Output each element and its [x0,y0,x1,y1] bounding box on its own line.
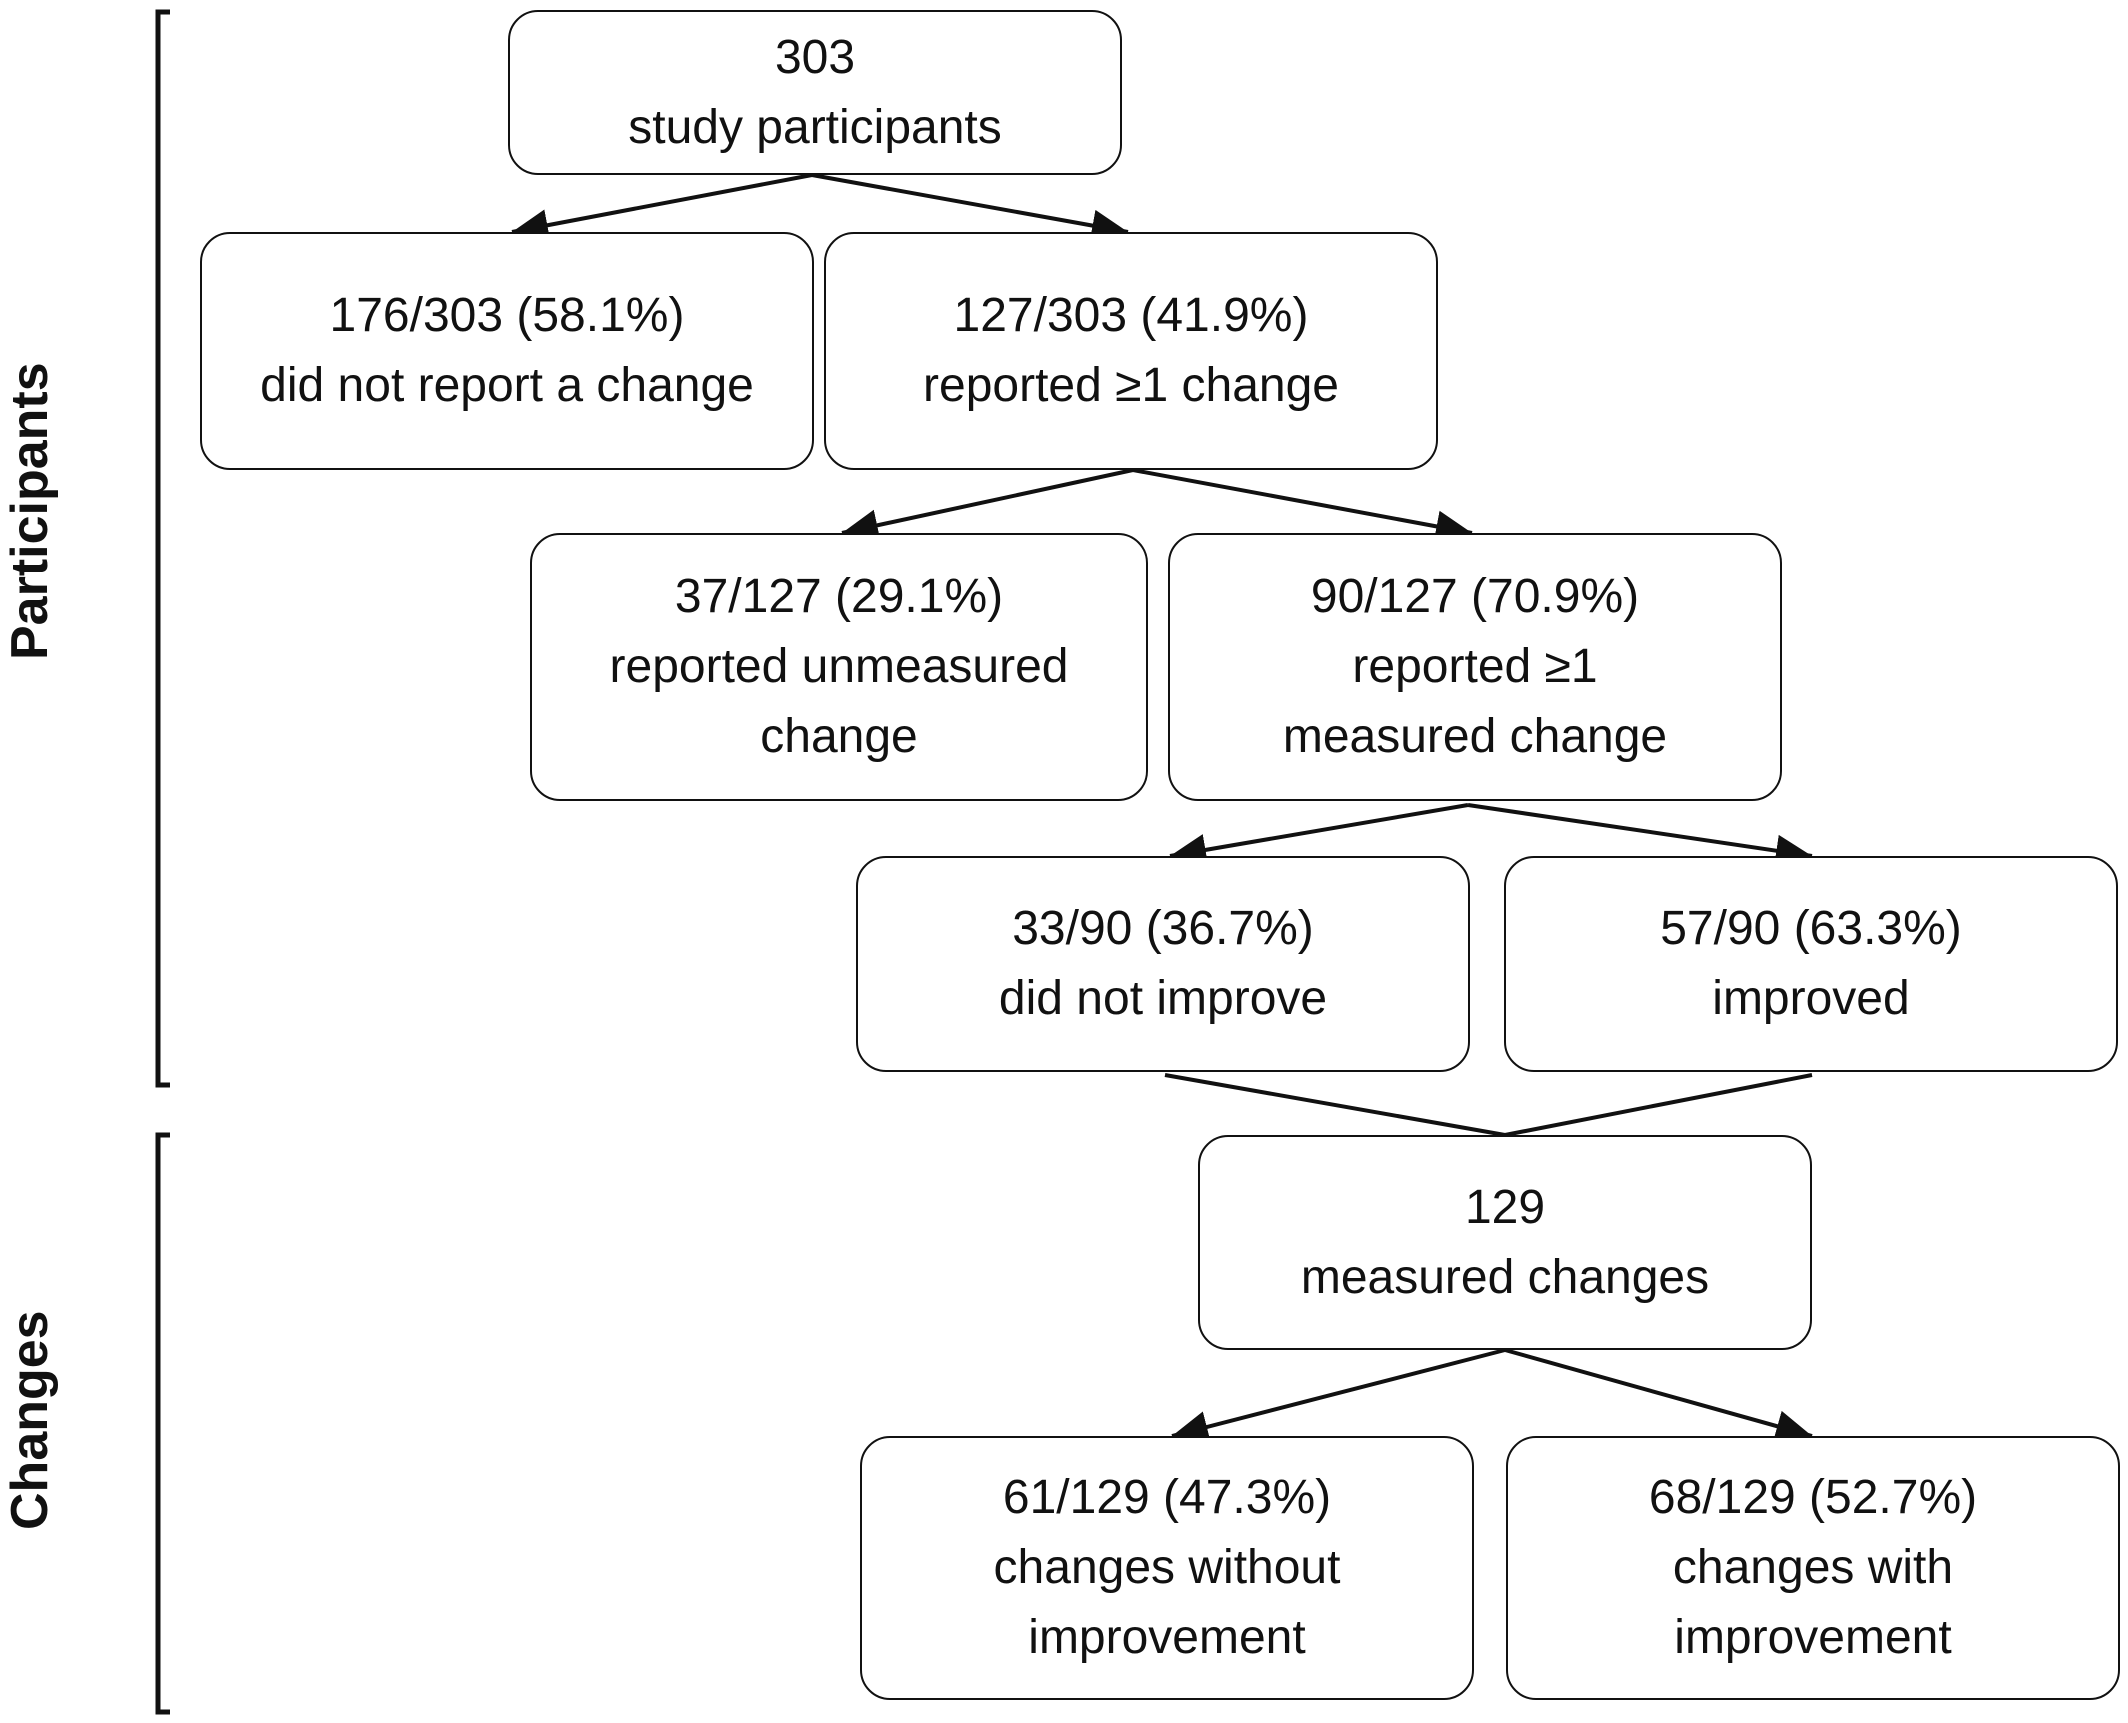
box-changes-with-improvement: 68/129 (52.7%) changes with improvement [1506,1436,2120,1700]
box-description-cont: improvement [1028,1611,1306,1664]
box-description-cont: change [760,710,918,763]
arrow-changes-to-with [1504,1348,1813,1442]
box-count: 127/303 (41.9%) [953,289,1309,342]
box-description: changes without [993,1541,1341,1594]
box-count: 33/90 (36.7%) [1012,902,1314,955]
box-description: measured changes [1300,1250,1710,1304]
arrow-root-to-change [811,173,1129,242]
box-changes-without-improvement: 61/129 (47.3%) changes without improveme… [860,1436,1474,1700]
box-improved: 57/90 (63.3%) improved [1504,856,2118,1072]
box-count: 68/129 (52.7%) [1648,1471,1978,1524]
box-description-cont: improvement [1674,1611,1952,1664]
arrow-changes-to-without [1171,1348,1506,1443]
box-count: 61/129 (47.3%) [1002,1471,1332,1524]
arrow-change-to-unmeasured [841,468,1134,542]
participants-section-label: Participants [1,362,59,660]
merge-line-right [1504,1073,1813,1137]
box-count: 303 [774,30,856,84]
box-measured-change: 90/127 (70.9%) reported ≥1 measured chan… [1168,533,1782,801]
box-description: did not improve [998,972,1328,1025]
box-count: 37/127 (29.1%) [674,570,1004,623]
box-unmeasured-change: 37/127 (29.1%) reported unmeasured chang… [530,533,1148,801]
box-did-not-report-change: 176/303 (58.1%) did not report a change [200,232,814,470]
arrow-measured-to-improved [1467,803,1813,867]
box-study-participants: 303 study participants [508,10,1122,175]
box-description-cont: measured change [1282,710,1668,763]
arrow-root-to-no-change [511,173,813,241]
box-description: reported unmeasured [609,640,1069,693]
merge-line-left [1164,1073,1506,1137]
box-description: study participants [628,100,1002,154]
box-description: reported ≥1 change [923,359,1339,412]
participants-bracket [155,9,170,1088]
changes-bracket [155,1132,170,1715]
box-count: 57/90 (63.3%) [1660,902,1962,955]
box-description: reported ≥1 [1352,640,1598,693]
box-description: did not report a change [260,359,754,412]
box-count: 129 [1464,1180,1546,1234]
box-did-not-improve: 33/90 (36.7%) did not improve [856,856,1470,1072]
box-count: 90/127 (70.9%) [1310,570,1640,623]
box-description: improved [1712,972,1910,1025]
changes-section-label: Changes [1,1310,59,1530]
arrow-measured-to-not-improved [1169,803,1469,866]
box-count: 176/303 (58.1%) [329,289,685,342]
box-description: changes with [1672,1541,1954,1594]
box-reported-change: 127/303 (41.9%) reported ≥1 change [824,232,1438,470]
arrow-change-to-measured [1132,468,1473,543]
box-measured-changes: 129 measured changes [1198,1135,1812,1350]
